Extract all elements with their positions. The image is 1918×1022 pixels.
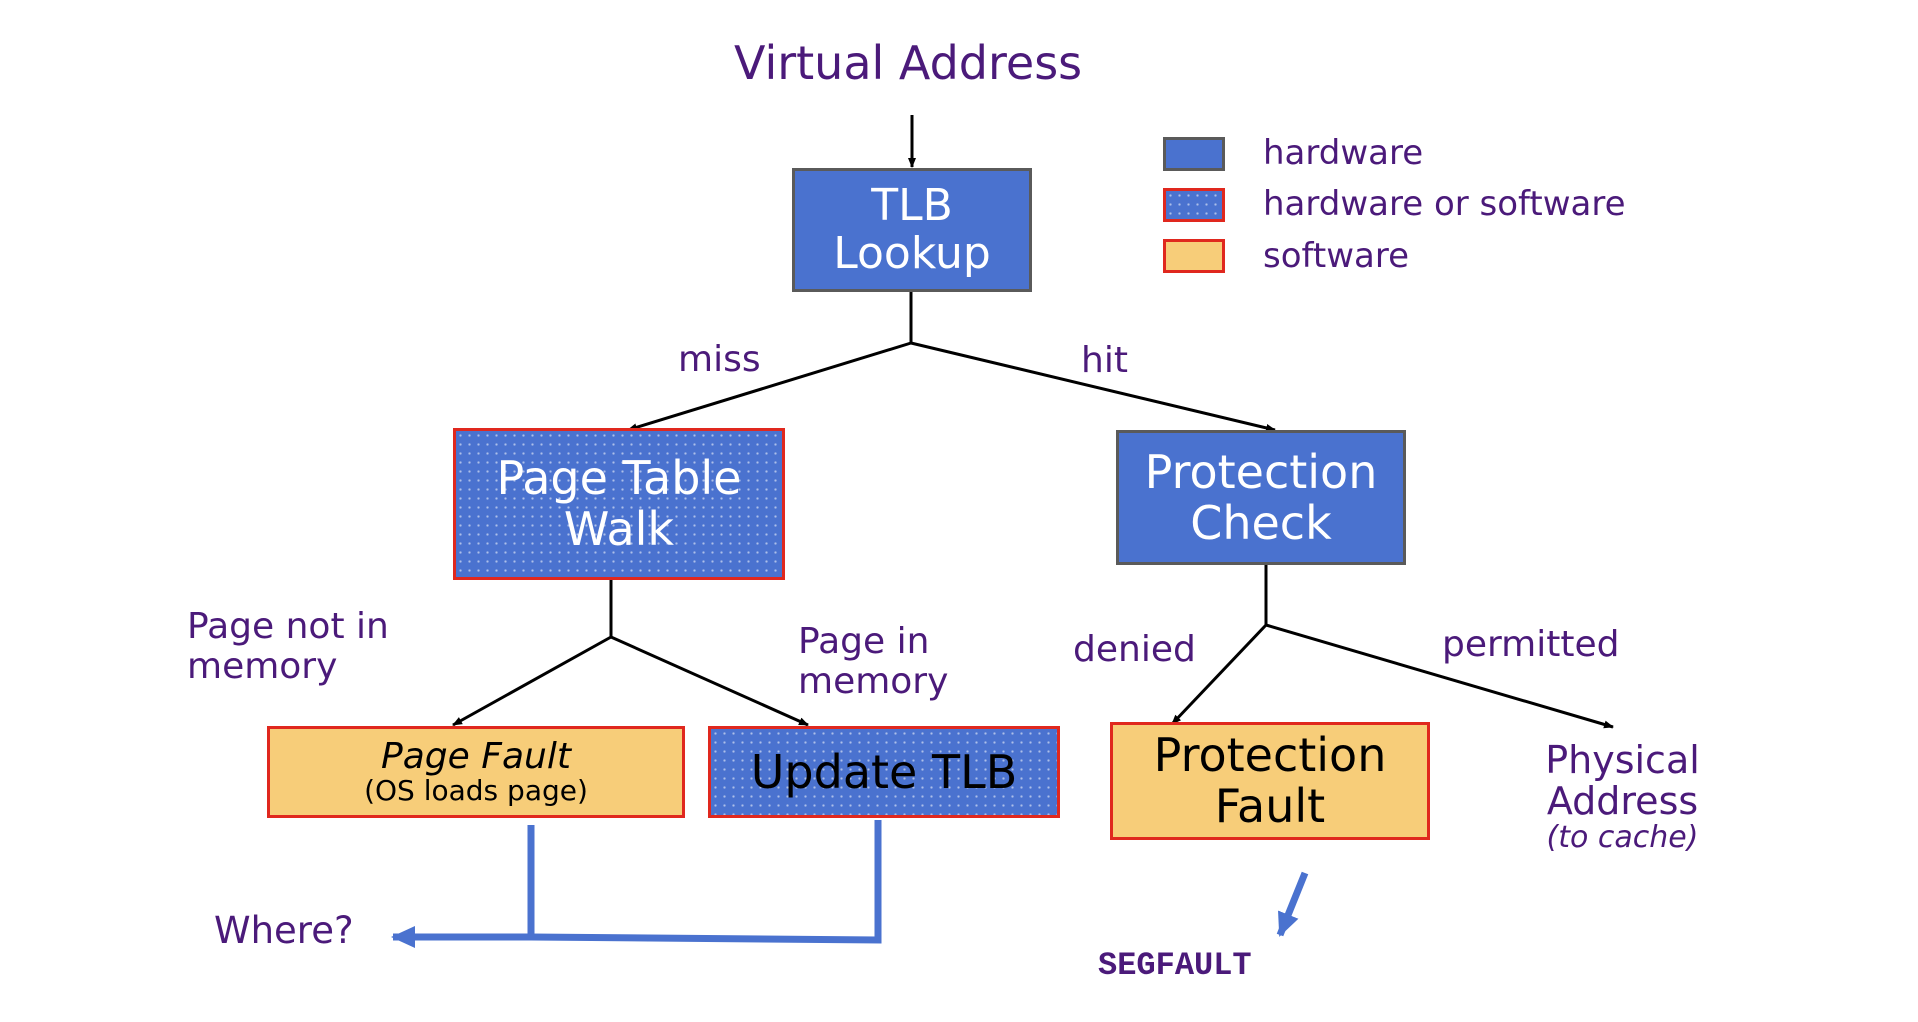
physical-address-line1: Physical [1545, 738, 1700, 782]
virtual-address-title: Virtual Address [734, 36, 1083, 90]
legend-label-software: software [1263, 236, 1410, 276]
blue-arrow-segfault [1276, 871, 1309, 937]
protection-check-line1: Protection [1144, 444, 1378, 499]
arrow-permitted [1265, 623, 1614, 729]
permitted-label: permitted [1442, 624, 1620, 665]
page-in-memory-line2: memory [798, 661, 949, 703]
page-table-walk-line2: Walk [563, 502, 675, 556]
update-tlb-box: Update TLB [708, 726, 1060, 818]
legend-swatch-software [1163, 239, 1225, 273]
legend-label-hardware-or-software: hardware or software [1263, 184, 1626, 224]
page-fault-title: Page Fault [381, 735, 571, 777]
page-in-memory-line1: Page in [798, 621, 930, 662]
to-cache-label: (to cache) [1546, 820, 1699, 856]
protection-fault-line2: Fault [1214, 779, 1326, 833]
arrow-page-in-memory [610, 635, 809, 727]
page-not-in-memory-label: Page not in memory [187, 606, 389, 688]
tlb-lookup-line2: Lookup [833, 228, 991, 279]
page-not-in-memory-line1: Page not in [187, 606, 389, 647]
page-not-in-memory-line2: memory [187, 646, 338, 688]
protection-fault-line1: Protection [1153, 728, 1387, 783]
protection-check-box: Protection Check [1116, 430, 1406, 565]
page-table-walk-line1: Page Table [496, 451, 742, 506]
where-label: Where? [214, 909, 354, 952]
legend-swatch-hardware-or-software [1163, 188, 1225, 222]
page-table-walk-box: Page Table Walk [453, 428, 785, 580]
miss-label: miss [678, 339, 761, 380]
legend-label-hardware: hardware [1263, 133, 1424, 173]
update-tlb-label: Update TLB [750, 744, 1018, 799]
tlb-lookup-line1: TLB [871, 179, 953, 231]
legend-swatch-hardware [1163, 137, 1225, 171]
arrow-page-not-in-memory [452, 635, 612, 727]
page-fault-box: Page Fault (OS loads page) [267, 726, 685, 818]
arrow-miss [627, 341, 912, 432]
arrow-hit [910, 341, 1276, 432]
page-fault-subtitle: (OS loads page) [364, 774, 588, 808]
physical-address-label: Physical Address (to cache) [1500, 738, 1745, 856]
hit-label: hit [1081, 340, 1128, 381]
blue-line-update-tlb [530, 820, 882, 944]
tlb-lookup-box: TLB Lookup [792, 168, 1032, 292]
page-in-memory-label: Page in memory [798, 621, 949, 703]
protection-fault-box: Protection Fault [1110, 722, 1430, 840]
protection-check-line2: Check [1190, 495, 1332, 550]
physical-address-line2: Address [1546, 779, 1699, 824]
denied-label: denied [1073, 629, 1196, 670]
arrow-denied [1170, 623, 1268, 726]
segfault-label: SEGFAULT [1098, 947, 1252, 984]
